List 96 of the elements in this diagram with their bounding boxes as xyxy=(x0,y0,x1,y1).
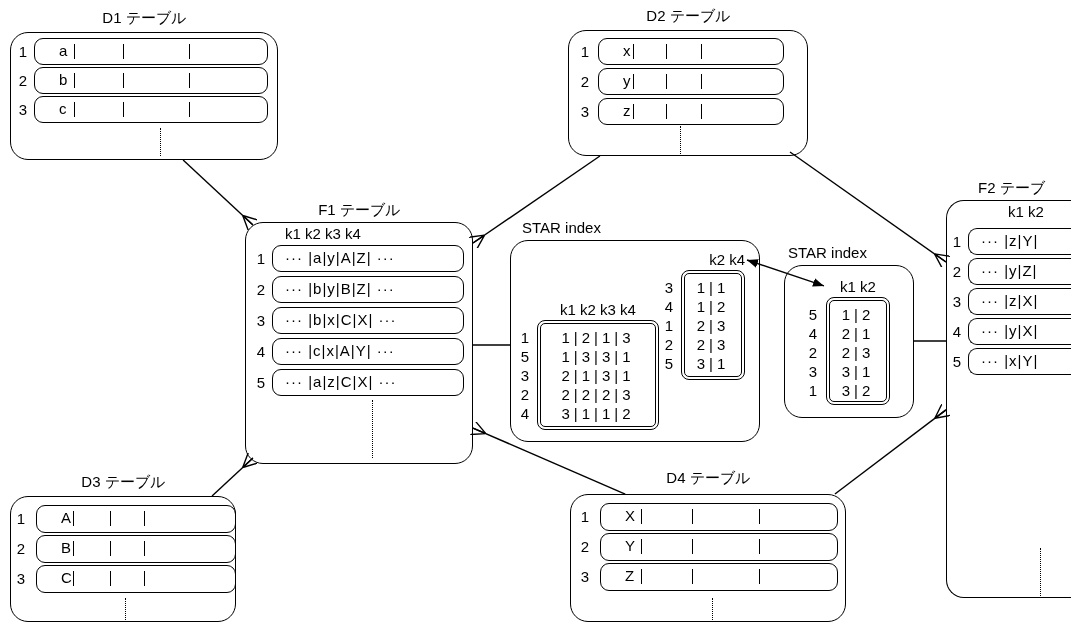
table-row: ··· |a|z|C|X| ··· xyxy=(272,369,464,396)
index-row-text: 3|1 xyxy=(695,354,731,373)
row-number: 1 xyxy=(951,232,963,252)
row-number: 3 xyxy=(579,102,591,122)
index-row-text: 2|3 xyxy=(695,316,731,335)
row-number: 5 xyxy=(663,354,675,373)
relationship-line xyxy=(182,159,259,231)
table-row: Z xyxy=(600,563,838,591)
relationship-line xyxy=(468,155,601,250)
table-row: ··· |y|X| xyxy=(968,318,1071,345)
row-number: 5 xyxy=(255,373,267,393)
double-headed-arrow xyxy=(746,259,825,287)
table-title: D4 テーブル xyxy=(665,468,751,488)
table-row: ··· |y|Z| xyxy=(968,258,1071,285)
relationship-line xyxy=(789,151,951,269)
table-title: STAR index xyxy=(522,218,601,238)
index-row-text: 3|1 xyxy=(840,362,876,381)
index-row-text: 2|3 xyxy=(840,343,876,362)
row-number: 2 xyxy=(519,385,531,404)
table-row: Y xyxy=(600,533,838,561)
row-number: 3 xyxy=(579,567,591,587)
row-number: 4 xyxy=(255,342,267,362)
row-number: 5 xyxy=(807,305,819,324)
row-number: 2 xyxy=(255,280,267,300)
index-row-text: 1|2 xyxy=(695,297,731,316)
index-row-text: 2|2|2|3 xyxy=(560,385,636,404)
table-row: C xyxy=(36,565,236,593)
table-row: y xyxy=(598,68,784,95)
row-number: 1 xyxy=(579,42,591,62)
table-row: ··· |b|x|C|X| ··· xyxy=(272,307,464,334)
table-row: ··· |a|y|A|Z| ··· xyxy=(272,245,464,272)
index-row-text: 2|1 xyxy=(840,324,876,343)
table-title: F2 テーブ xyxy=(978,178,1045,198)
index-row-text: 1|1 xyxy=(695,278,731,297)
table-title: D2 テーブル xyxy=(645,6,731,26)
index-row-text: 1|3|3|1 xyxy=(560,347,636,366)
index-row-text: 3|2 xyxy=(840,381,876,400)
index-row-text: 1|2|1|3 xyxy=(560,328,636,347)
column-header: k1 k2 k3 k4 xyxy=(559,300,637,320)
row-number: 3 xyxy=(17,100,29,120)
row-number: 1 xyxy=(17,42,29,62)
row-number: 3 xyxy=(663,278,675,297)
table-title: D3 テーブル xyxy=(80,472,166,492)
row-number: 2 xyxy=(579,537,591,557)
row-number: 3 xyxy=(255,311,267,331)
row-number: 1 xyxy=(519,328,531,347)
table-title: F1 テーブル xyxy=(317,200,401,220)
table-title: STAR index xyxy=(788,243,867,263)
table-row: ··· |z|X| xyxy=(968,288,1071,315)
table-row: z xyxy=(598,98,784,125)
row-number: 5 xyxy=(951,352,963,372)
row-number: 2 xyxy=(15,539,27,559)
row-number: 4 xyxy=(663,297,675,316)
row-number: 1 xyxy=(579,507,591,527)
row-number: 4 xyxy=(951,322,963,342)
index-row-text: 2|1|3|1 xyxy=(560,366,636,385)
row-number: 3 xyxy=(951,292,963,312)
relationship-line xyxy=(211,452,259,497)
table-row: x xyxy=(598,38,784,65)
relationship-line xyxy=(913,340,947,342)
row-number: 3 xyxy=(807,362,819,381)
column-header: k2 k4 xyxy=(708,250,745,270)
row-number: 4 xyxy=(519,404,531,423)
table-row: a xyxy=(34,38,268,65)
index-row-text: 3|1|1|2 xyxy=(560,404,636,423)
table-row: B xyxy=(36,535,236,563)
table-row: ··· |z|Y| xyxy=(968,228,1071,255)
row-number: 1 xyxy=(663,316,675,335)
table-row: A xyxy=(36,505,236,533)
row-number: 1 xyxy=(255,249,267,269)
row-number: 3 xyxy=(15,569,27,589)
index-row-text: 1|2 xyxy=(840,305,876,324)
column-header: k1 k2 k3 k4 xyxy=(285,224,361,244)
row-number: 3 xyxy=(519,366,531,385)
table-row: c xyxy=(34,96,268,123)
row-number: 2 xyxy=(807,343,819,362)
table-row: b xyxy=(34,67,268,94)
table-row: ··· |x|Y| xyxy=(968,348,1071,375)
column-header: k1 k2 xyxy=(1008,202,1044,222)
table-row: ··· |c|x|A|Y| ··· xyxy=(272,338,464,365)
column-header: k1 k2 xyxy=(839,277,877,297)
relationship-line xyxy=(472,344,511,346)
index-row-text: 2|3 xyxy=(695,335,731,354)
table-row: ··· |b|y|B|Z| ··· xyxy=(272,276,464,303)
table-title: D1 テーブル xyxy=(101,8,187,28)
table-row: X xyxy=(600,503,838,531)
row-number: 2 xyxy=(951,262,963,282)
row-number: 1 xyxy=(807,381,819,400)
relationship-line xyxy=(469,420,626,495)
row-number: 5 xyxy=(519,347,531,366)
row-number: 1 xyxy=(15,509,27,529)
row-number: 2 xyxy=(663,335,675,354)
row-number: 2 xyxy=(579,72,591,92)
relationship-line xyxy=(834,403,951,495)
row-number: 4 xyxy=(807,324,819,343)
row-number: 2 xyxy=(17,71,29,91)
